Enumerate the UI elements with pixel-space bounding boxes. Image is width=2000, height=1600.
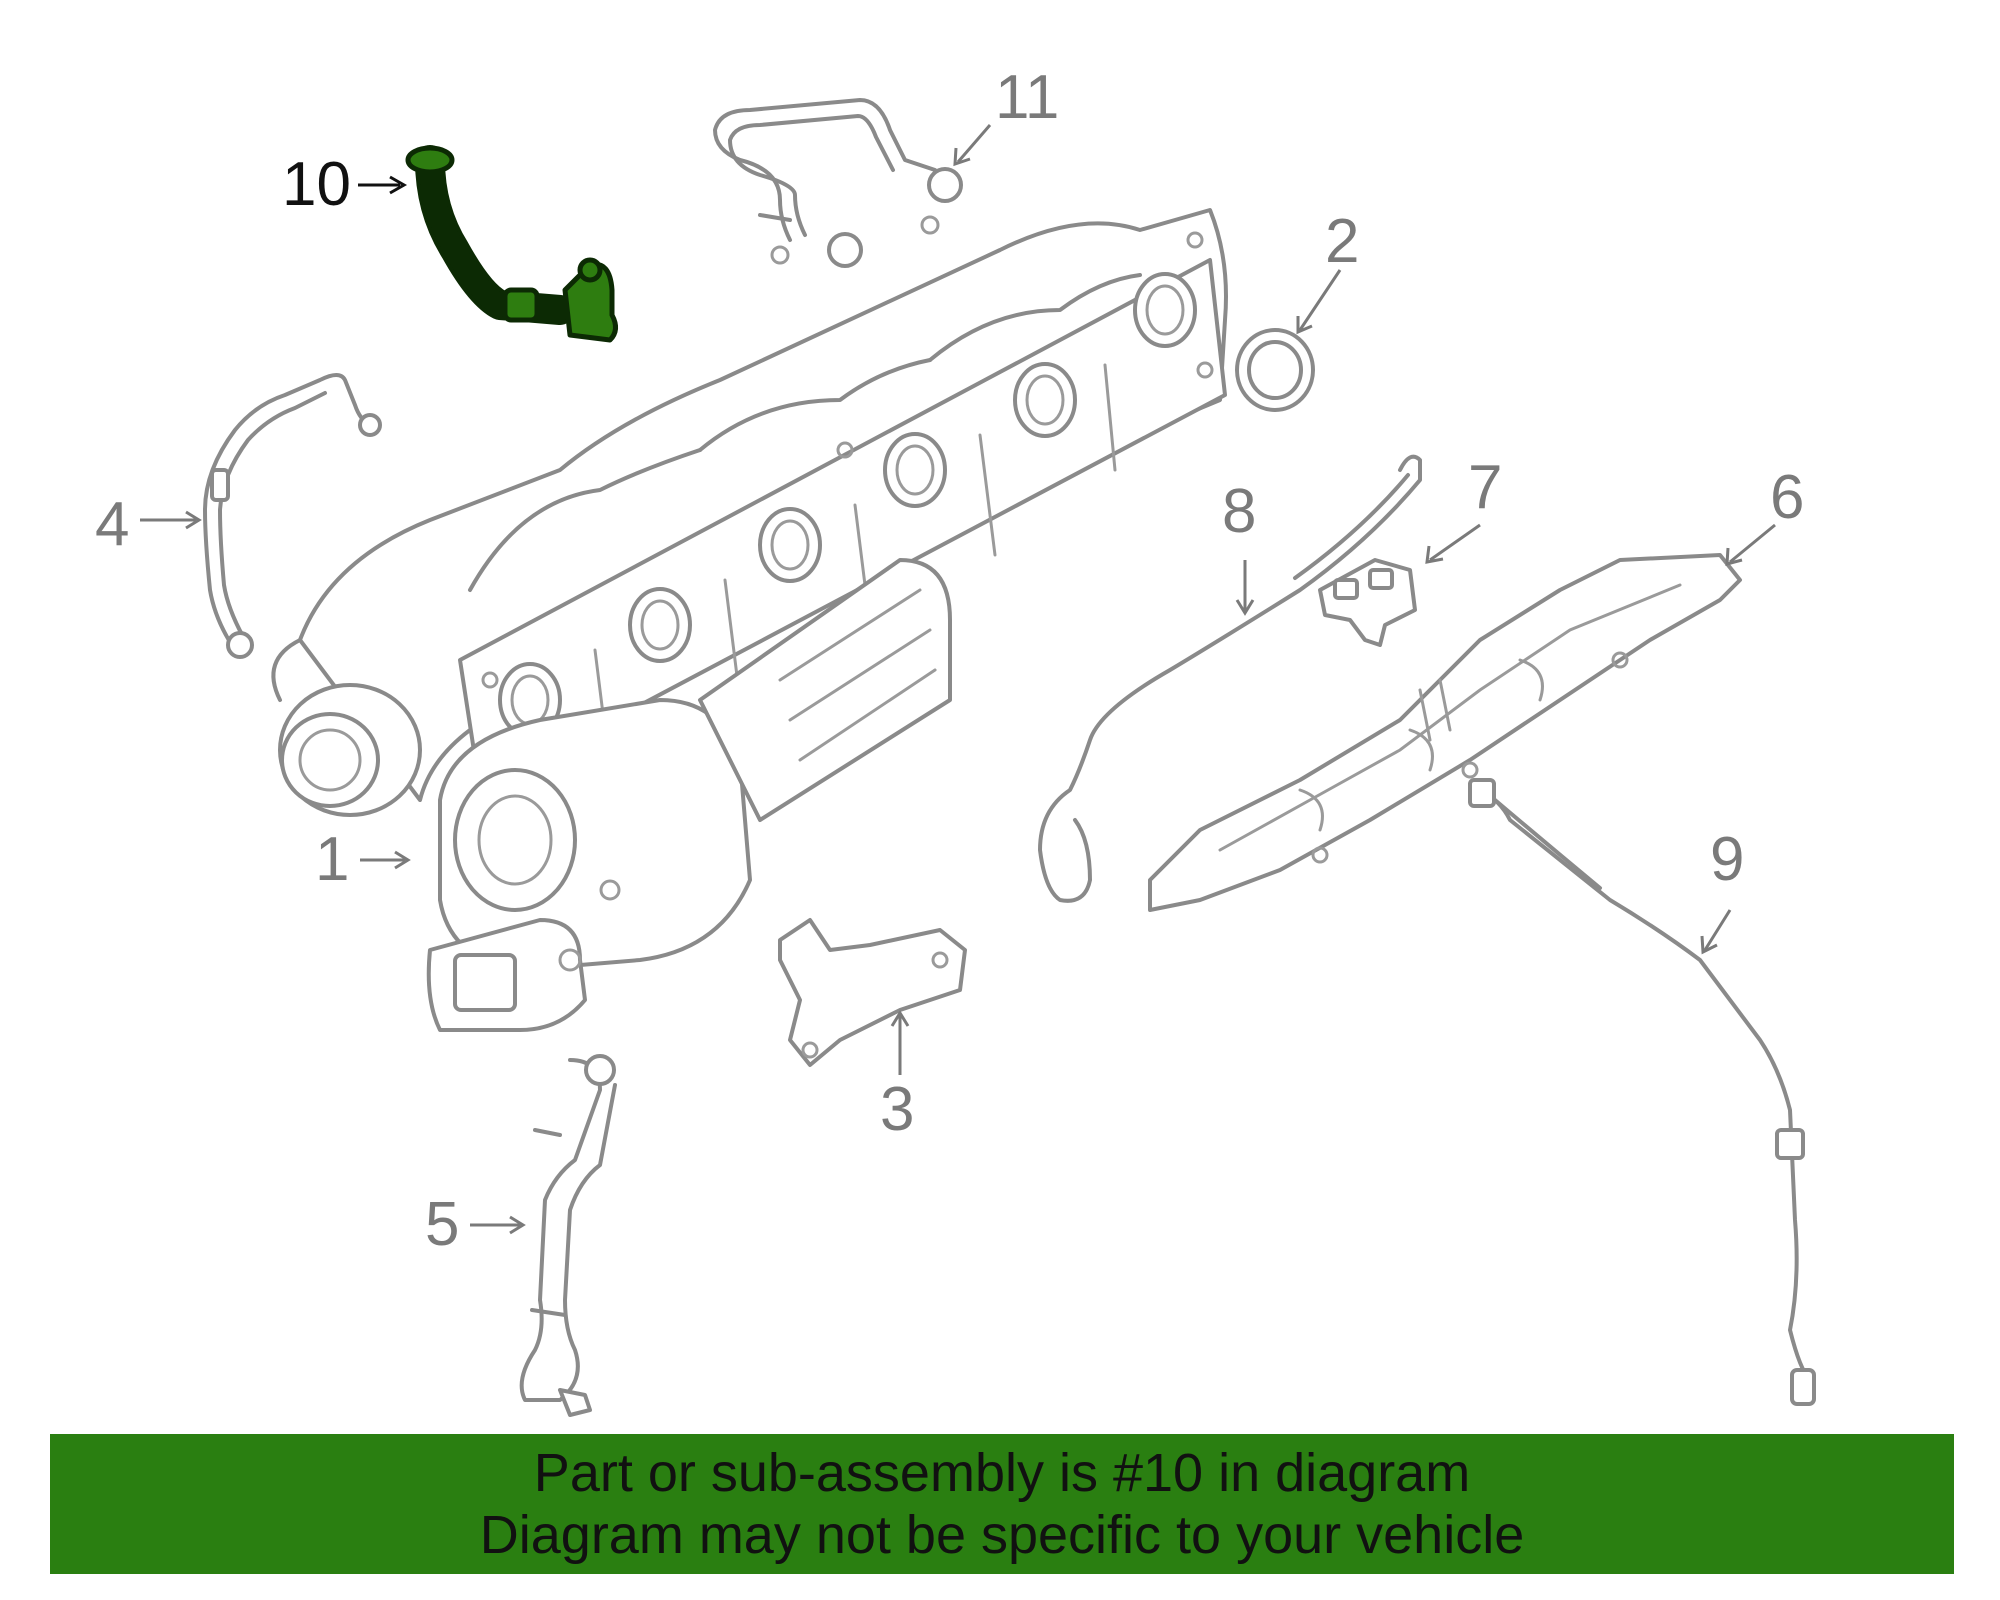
callout-leaders: [140, 124, 1776, 1235]
banner-line-part: Part or sub-assembly is #10 in diagram: [533, 1443, 1471, 1503]
info-banner: Part or sub-assembly is #10 in diagram D…: [50, 1434, 1954, 1574]
oil-feed-line: [203, 373, 382, 659]
callout-7: 7: [1468, 453, 1502, 522]
oxygen-sensor-8: [1038, 454, 1422, 903]
banner-line-disclaimer: Diagram may not be specific to your vehi…: [479, 1505, 1525, 1565]
callout-1: 1: [315, 825, 349, 894]
callout-9: 9: [1710, 825, 1744, 894]
turbocharger-manifold-assembly: [271, 208, 1228, 1032]
mounting-bracket: [778, 918, 967, 1067]
callout-3: 3: [880, 1075, 914, 1144]
callout-8: 8: [1222, 477, 1256, 546]
callout-6: 6: [1770, 463, 1804, 532]
manifold-ports: [498, 272, 1197, 738]
callout-numbers: 1 2 3 4 5 6 7 8 9 10 11: [95, 63, 1804, 1259]
callout-5: 5: [425, 1190, 459, 1259]
gasket-ring: [1235, 328, 1315, 412]
pressure-sensor: [1318, 558, 1417, 647]
heat-shield: [1148, 553, 1742, 912]
coolant-feed-line-11: [713, 98, 963, 268]
callout-10: 10: [282, 150, 351, 219]
callout-2: 2: [1325, 207, 1359, 276]
callout-4: 4: [95, 490, 129, 559]
callout-11: 11: [995, 63, 1059, 132]
highlighted-part-10: [405, 145, 618, 343]
coolant-return-hose: [519, 1054, 617, 1417]
oxygen-sensor-9: [1468, 778, 1816, 1406]
